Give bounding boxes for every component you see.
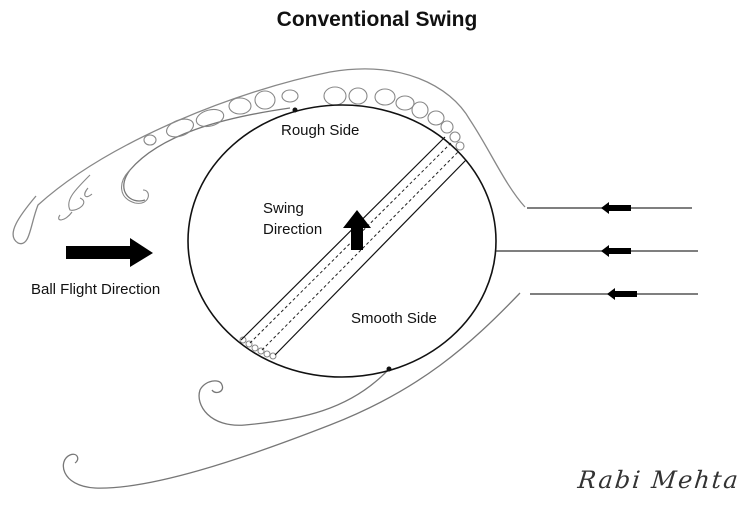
author-signature: Rabi Mehta (576, 466, 742, 494)
swing-direction-label-line2: Direction (263, 221, 323, 238)
lower-wake-outer (62, 292, 521, 489)
airflow-arrow-icon-bottom (607, 288, 637, 300)
ball-flight-direction-label: Ball Flight Direction (31, 281, 161, 298)
ball-flight-direction-arrow-icon (66, 238, 153, 267)
rough-side-label: Rough Side (281, 122, 360, 139)
airflow-lines (496, 207, 698, 295)
upper-wake-vortices (58, 86, 465, 221)
diagram-title: Conventional Swing (276, 8, 478, 31)
cricket-ball (187, 104, 497, 378)
separation-point-top (292, 107, 298, 113)
swing-direction-label: Swing Direction (263, 200, 322, 239)
seam-bottom-roughness (239, 336, 277, 360)
swing-direction-label-line1: Swing (263, 200, 304, 217)
airflow-arrow-icon-middle (601, 245, 631, 257)
smooth-side-label: Smooth Side (351, 310, 437, 327)
ball-seam (240, 136, 467, 356)
lower-wake-inner (198, 369, 389, 426)
airflow-arrow-icon-top (601, 202, 631, 214)
upper-wake-inner-boundary (123, 107, 291, 202)
swing-direction-arrow-icon (343, 210, 371, 250)
separation-point-bottom (386, 366, 392, 372)
